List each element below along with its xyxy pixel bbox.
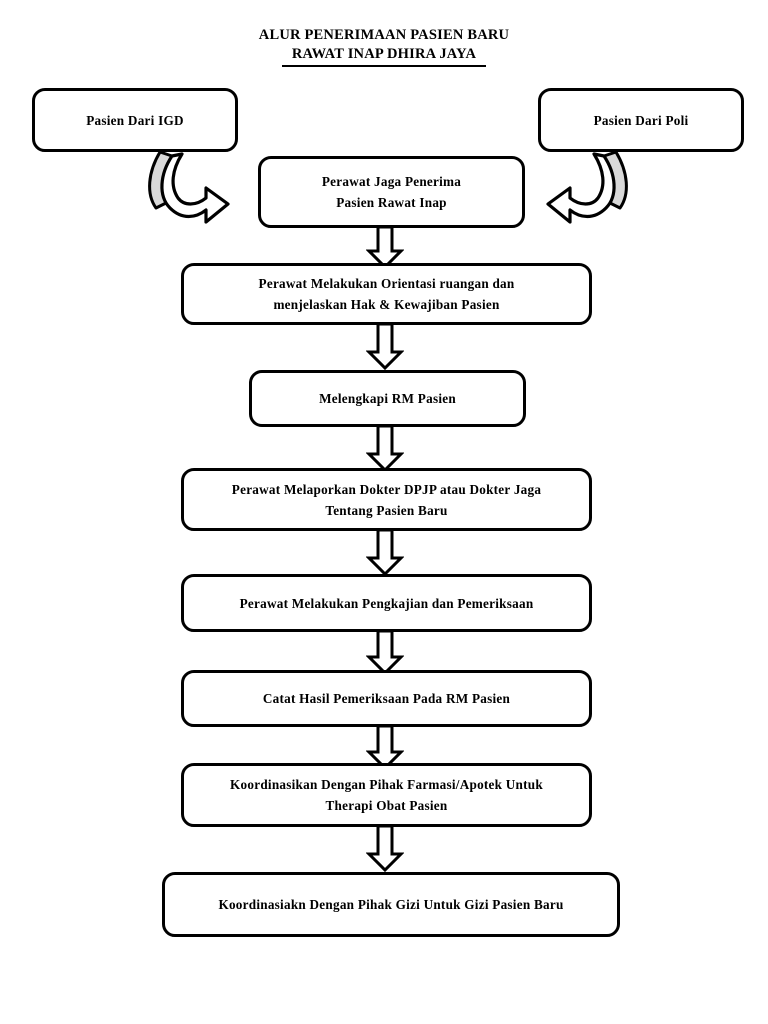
node-label: Pasien Dari IGD <box>86 112 184 128</box>
node-label: Perawat Melaporkan Dokter DPJP atau Dokt… <box>231 481 542 518</box>
node-pasien-dari-poli[interactable]: Pasien Dari Poli <box>538 88 744 152</box>
connector-arrow-down-3 <box>366 426 404 472</box>
connector-arrow-down-2 <box>366 324 404 370</box>
node-melaporkan-dokter-dpjp[interactable]: Perawat Melaporkan Dokter DPJP atau Dokt… <box>181 468 592 531</box>
connector-arrow-down-6 <box>366 726 404 770</box>
title-line-2: RAWAT INAP DHIRA JAYA <box>281 45 487 67</box>
node-label: Koordinasikan Dengan Pihak Farmasi/Apote… <box>230 777 543 813</box>
node-koordinasi-farmasi[interactable]: Koordinasikan Dengan Pihak Farmasi/Apote… <box>181 763 592 827</box>
node-koordinasi-gizi[interactable]: Koordinasiakn Dengan Pihak Gizi Untuk Gi… <box>162 872 620 937</box>
connector-arrow-down-1 <box>366 227 404 269</box>
curved-arrow-right-poli-to-perawat-jaga <box>542 148 638 232</box>
node-orientasi-ruangan[interactable]: Perawat Melakukan Orientasi ruangan dan … <box>181 263 592 325</box>
node-label: Melengkapi RM Pasien <box>319 391 456 406</box>
connector-arrow-down-5 <box>366 631 404 675</box>
node-label: Koordinasiakn Dengan Pihak Gizi Untuk Gi… <box>218 897 564 912</box>
node-perawat-jaga-penerima[interactable]: Perawat Jaga Penerima Pasien Rawat Inap <box>258 156 525 228</box>
connector-arrow-down-4 <box>366 530 404 576</box>
node-catat-hasil-pemeriksaan[interactable]: Catat Hasil Pemeriksaan Pada RM Pasien <box>181 670 592 727</box>
node-label: Perawat Melakukan Pengkajian dan Pemerik… <box>239 595 534 611</box>
page-title: ALUR PENERIMAAN PASIEN BARU RAWAT INAP D… <box>0 26 768 67</box>
node-melengkapi-rm-pasien[interactable]: Melengkapi RM Pasien <box>249 370 526 427</box>
node-pasien-dari-igd[interactable]: Pasien Dari IGD <box>32 88 238 152</box>
title-line-1: ALUR PENERIMAAN PASIEN BARU <box>258 27 510 43</box>
curved-arrow-left-igd-to-perawat-jaga <box>138 148 234 232</box>
node-label: Pasien Dari Poli <box>593 112 689 128</box>
node-pengkajian-pemeriksaan[interactable]: Perawat Melakukan Pengkajian dan Pemerik… <box>181 574 592 632</box>
node-label: Perawat Jaga Penerima Pasien Rawat Inap <box>321 174 462 210</box>
node-label: Catat Hasil Pemeriksaan Pada RM Pasien <box>262 691 511 706</box>
node-label: Perawat Melakukan Orientasi ruangan dan … <box>258 276 515 312</box>
connector-arrow-down-7 <box>366 826 404 872</box>
